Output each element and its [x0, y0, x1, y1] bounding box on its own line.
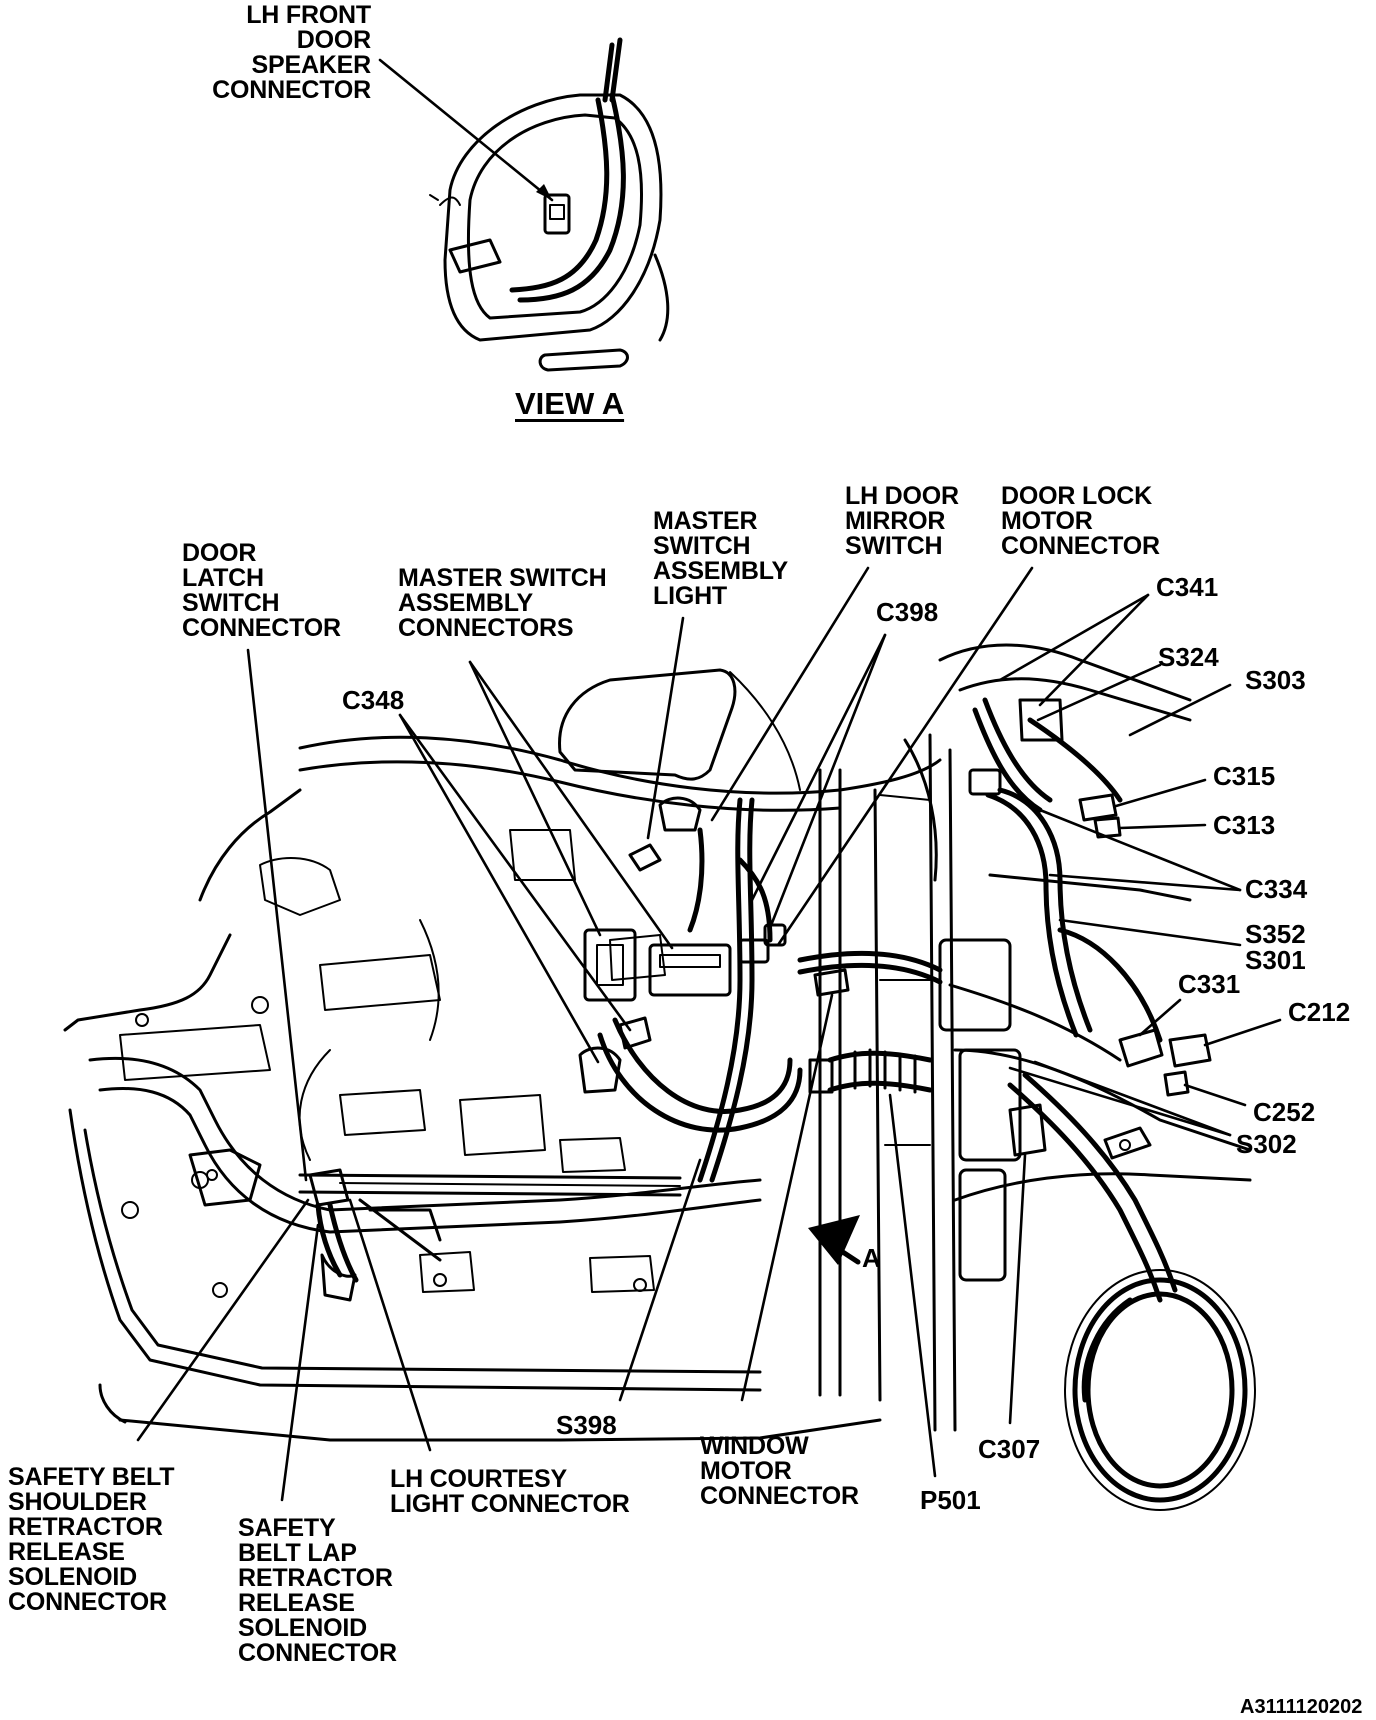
c334-label: C334	[1245, 874, 1308, 904]
door-lock-motor-label: DOOR LOCK MOTOR CONNECTOR	[1001, 482, 1160, 560]
callout-leaders	[136, 566, 1282, 1502]
wiring-harness	[578, 697, 1256, 1511]
speaker-connector-leader	[378, 58, 554, 202]
c307-label: C307	[978, 1434, 1041, 1464]
s324-label: S324	[1158, 642, 1219, 672]
speaker-connector-label: LH FRONT DOOR SPEAKER CONNECTOR	[212, 1, 371, 104]
lap-solenoid-connector-label: SAFETY BELT LAP RETRACTOR RELEASE SOLENO…	[238, 1514, 397, 1667]
c252-label: C252	[1253, 1097, 1316, 1127]
c348-label: C348	[342, 685, 405, 715]
door-panel	[63, 643, 1252, 1442]
s398-label: S398	[556, 1410, 617, 1440]
figure-code: A3111120202	[1240, 1696, 1363, 1718]
s302-label: S302	[1236, 1129, 1297, 1159]
view-a-title: VIEW A	[515, 386, 625, 421]
c331-label: C331	[1178, 969, 1241, 999]
shoulder-solenoid-connector-label: SAFETY BELT SHOULDER RETRACTOR RELEASE S…	[8, 1463, 175, 1616]
courtesy-light-connector-label: LH COURTESY LIGHT CONNECTOR	[390, 1465, 630, 1518]
master-switch-light-label: MASTER SWITCH ASSEMBLY LIGHT	[653, 507, 789, 610]
c315-label: C315	[1213, 761, 1276, 791]
window-motor-connector-label: WINDOW MOTOR CONNECTOR	[700, 1432, 859, 1510]
c341-label: C341	[1156, 572, 1219, 602]
p501-label: P501	[920, 1485, 981, 1515]
door-latch-switch-label: DOOR LATCH SWITCH CONNECTOR	[182, 539, 341, 642]
c212-label: C212	[1288, 997, 1351, 1027]
view-a-arrow-label: A	[862, 1243, 881, 1273]
c313-label: C313	[1213, 810, 1276, 840]
c398-label: C398	[876, 597, 939, 627]
view-a-door-sketch	[429, 37, 670, 372]
view-a-arrow-icon	[808, 1215, 861, 1265]
mirror-switch-label: LH DOOR MIRROR SWITCH	[845, 482, 959, 560]
s352-s301-label: S352 S301	[1245, 919, 1306, 975]
master-switch-connectors-label: MASTER SWITCH ASSEMBLY CONNECTORS	[398, 564, 607, 642]
s303-label: S303	[1245, 665, 1306, 695]
